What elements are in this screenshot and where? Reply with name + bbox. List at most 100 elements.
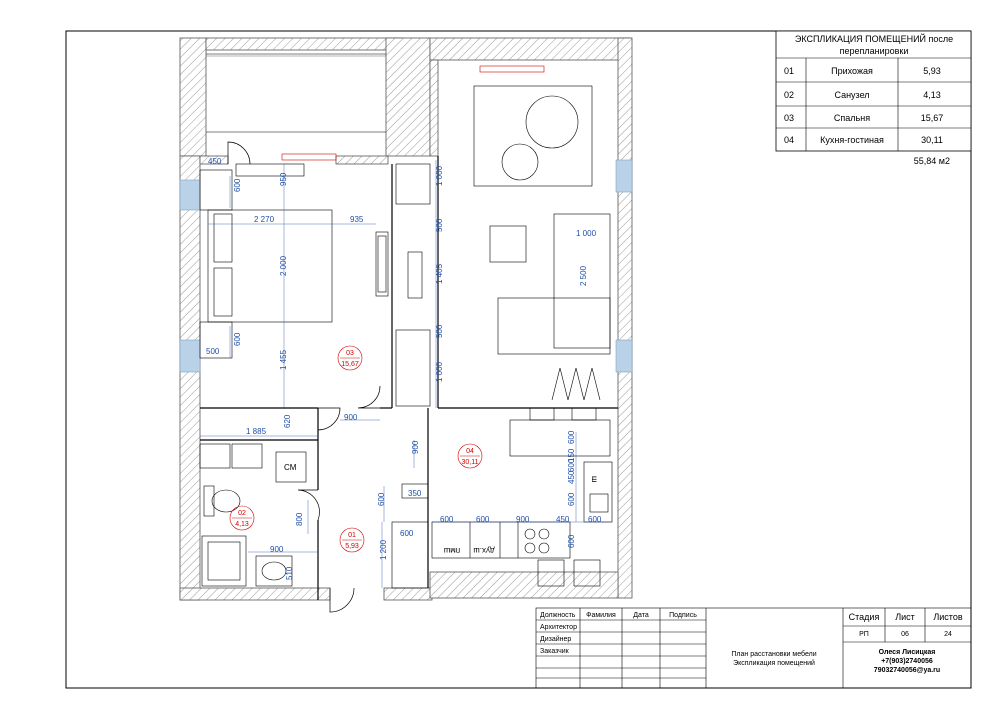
room-row-name: Прихожая xyxy=(831,66,873,76)
room-row-num: 04 xyxy=(784,135,794,145)
dimension-label: 900 xyxy=(270,545,284,554)
sheets-label: Листов xyxy=(933,612,962,622)
explication-title: перепланировки xyxy=(840,46,909,56)
dimension-label: 600 xyxy=(588,515,602,524)
dimension-label: 1 000 xyxy=(435,361,444,382)
dimension-label: 510 xyxy=(285,566,294,580)
sheet-value: 06 xyxy=(901,631,909,638)
kitchen-furniture xyxy=(391,407,613,589)
author-email: 79032740056@ya.ru xyxy=(874,667,940,674)
room-row-name: Спальня xyxy=(834,113,870,123)
dimension-label: 600 xyxy=(233,178,242,192)
author-name: Олеся Лисицкая xyxy=(879,649,936,656)
sheet-label: Лист xyxy=(895,612,915,622)
dimension-label: 500 xyxy=(435,218,444,232)
dimension-label: 600 xyxy=(440,515,454,524)
stage-value: РП xyxy=(859,631,869,638)
bathroom-furniture xyxy=(199,443,307,587)
stage-label: Стадия xyxy=(849,612,880,622)
dimension-label: 2 000 xyxy=(279,255,288,276)
dimension-label: 1 000 xyxy=(435,165,444,186)
room-marker-01: 01 5,93 xyxy=(339,527,365,553)
room-row-name: Кухня-гостиная xyxy=(820,135,884,145)
room-number: 03 xyxy=(346,350,354,357)
room-row-name: Санузел xyxy=(834,90,869,100)
dimension-label: 2 500 xyxy=(579,265,588,286)
dimension-label: 800 xyxy=(295,512,304,526)
document-title: План расстановки мебели xyxy=(731,650,816,658)
dimension-label: 600 xyxy=(377,492,386,506)
stamp-header-name: Фамилия xyxy=(586,612,616,619)
document-subtitle: Экспликация помещений xyxy=(733,659,815,667)
stamp-role: Заказчик xyxy=(540,648,570,655)
stamp-header-date: Дата xyxy=(633,612,649,619)
room-row-area: 4,13 xyxy=(923,90,941,100)
dimension-label: 900 xyxy=(344,413,358,422)
dimension-label: 2 270 xyxy=(254,215,275,224)
dimension-label: 450 xyxy=(567,470,576,484)
sheet-frame xyxy=(65,30,972,689)
oven-label: дух.ш xyxy=(473,546,494,555)
dimension-label: 150 xyxy=(567,448,576,462)
room-row-area: 5,93 xyxy=(923,66,941,76)
author-phone: +7(903)2740056 xyxy=(881,658,933,665)
room-row-area: 15,67 xyxy=(921,113,944,123)
explication-title: ЭКСПЛИКАЦИЯ ПОМЕЩЕНИЙ после xyxy=(795,33,953,44)
room-row-num: 02 xyxy=(784,90,794,100)
dimension-label: 900 xyxy=(516,515,530,524)
dimension-label: 1 455 xyxy=(279,349,288,370)
stamp-role: Архитектор xyxy=(540,624,577,631)
stamp-header-signature: Подпись xyxy=(669,612,697,619)
dimension-label: 950 xyxy=(279,172,288,186)
room-row-area: 30,11 xyxy=(921,135,943,145)
dimension-label: 600 xyxy=(567,458,576,472)
room-area: 15,67 xyxy=(341,361,359,368)
stamp-header-role: Должность xyxy=(540,612,576,619)
room-area: 5,93 xyxy=(345,543,359,550)
dimension-label: 600 xyxy=(476,515,490,524)
fridge-label: ш xyxy=(590,476,599,482)
dimension-label: 450 xyxy=(208,157,222,166)
room-marker-04: 04 30,11 xyxy=(457,443,483,469)
dimension-label: 935 xyxy=(350,215,364,224)
bedroom-furniture xyxy=(199,153,389,359)
dimension-label: 1 405 xyxy=(435,263,444,284)
sheets-value: 24 xyxy=(944,631,952,638)
living-furniture xyxy=(395,65,611,407)
dimension-lines xyxy=(200,160,610,588)
dimension-label: 600 xyxy=(567,430,576,444)
dimension-label: 350 xyxy=(408,489,422,498)
dimension-label: 500 xyxy=(206,347,220,356)
dishwasher-label: пмш xyxy=(444,546,460,555)
title-block xyxy=(535,607,972,689)
room-row-num: 01 xyxy=(784,66,794,76)
room-number: 02 xyxy=(238,510,246,517)
explication-total: 55,84 м2 xyxy=(914,156,950,166)
dimension-label: 620 xyxy=(283,414,292,428)
room-marker-02: 02 4,13 xyxy=(229,505,255,531)
dimension-label: 500 xyxy=(435,324,444,338)
dimension-label: 600 xyxy=(400,529,414,538)
washer-label: СМ xyxy=(284,463,297,472)
dimension-label: 600 xyxy=(233,332,242,346)
dimension-label: 1 885 xyxy=(246,427,267,436)
dimension-label: 1 200 xyxy=(379,539,388,560)
room-number: 01 xyxy=(348,532,356,539)
dimension-labels: 450 600 950 2 270 935 2 000 500 600 1 45… xyxy=(206,157,602,580)
dimension-label: 450 xyxy=(556,515,570,524)
room-number: 04 xyxy=(466,448,474,455)
dimension-label: 600 xyxy=(567,492,576,506)
title-block-text: Должность Фамилия Дата Подпись Архитекто… xyxy=(540,612,963,674)
windows xyxy=(179,159,633,373)
stamp-role: Дизайнер xyxy=(540,635,571,643)
room-area: 4,13 xyxy=(235,521,249,528)
room-row-num: 03 xyxy=(784,113,794,123)
dimension-label: 600 xyxy=(567,534,576,548)
dimension-label: 1 000 xyxy=(576,229,597,238)
doors xyxy=(227,141,381,613)
room-marker-03: 03 15,67 xyxy=(337,345,363,371)
explication-table: ЭКСПЛИКАЦИЯ ПОМЕЩЕНИЙ после перепланиров… xyxy=(775,30,972,166)
dimension-label: 900 xyxy=(411,440,420,454)
balcony-left xyxy=(206,53,386,133)
